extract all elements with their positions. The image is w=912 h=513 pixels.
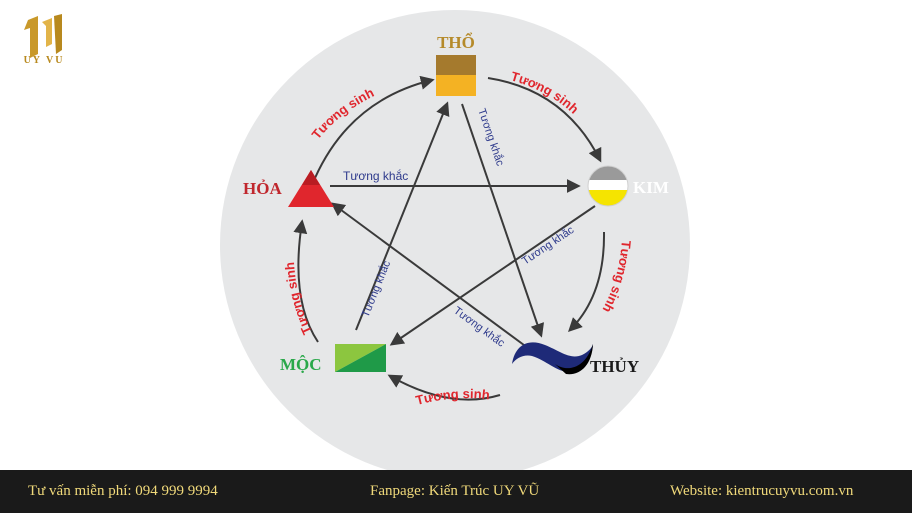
ngu-hanh-diagram: Tương sinh Tương sinh Tương sinh Tương s… [220,10,690,470]
footer-bar: Tư vấn miễn phí: 094 999 9994 Fanpage: K… [0,470,912,513]
kim-symbol-icon [588,166,628,206]
thuy-wave-icon [512,342,593,372]
arrow-khac-kim-moc [389,205,596,346]
hoa-symbol-icon [288,170,334,207]
hoa-label: HỎA [243,179,282,198]
arrow-sinh-thuy-moc [387,374,501,401]
moc-element: MỘC [280,344,386,374]
brand-logo-text: UY VU [23,55,65,66]
tho-label: THỔ [437,32,475,52]
tho-symbol-icon [436,55,476,75]
kim-label: KIM [633,178,669,197]
thuy-label: THỦY [590,357,639,376]
brand-logo-icon [18,14,70,70]
arrow-sinh-hoa-tho [314,75,435,179]
arrow-khac-thuy-hoa [330,202,529,349]
moc-label: MỘC [280,355,322,374]
arrow-sinh-kim-thuy [568,231,606,332]
kim-element: KIM [587,165,669,207]
footer-website: Website: kientrucuyvu.com.vn [670,483,854,499]
tho-element: THỔ [436,32,476,96]
footer-fanpage: Fanpage: Kiến Trúc UY VŨ [370,483,540,499]
thuy-element: THỦY [512,342,639,376]
arrow-sinh-moc-hoa [293,219,319,343]
arrow-khac-moc-tho [355,101,450,331]
arrow-khac-tho-thuy [461,103,544,338]
footer-hotline: Tư vấn miễn phí: 094 999 9994 [28,483,218,499]
label-khac-hoa-kim: Tương khắc [343,168,408,183]
hoa-element: HỎA [243,170,334,207]
arrow-sinh-tho-kim [487,77,602,163]
